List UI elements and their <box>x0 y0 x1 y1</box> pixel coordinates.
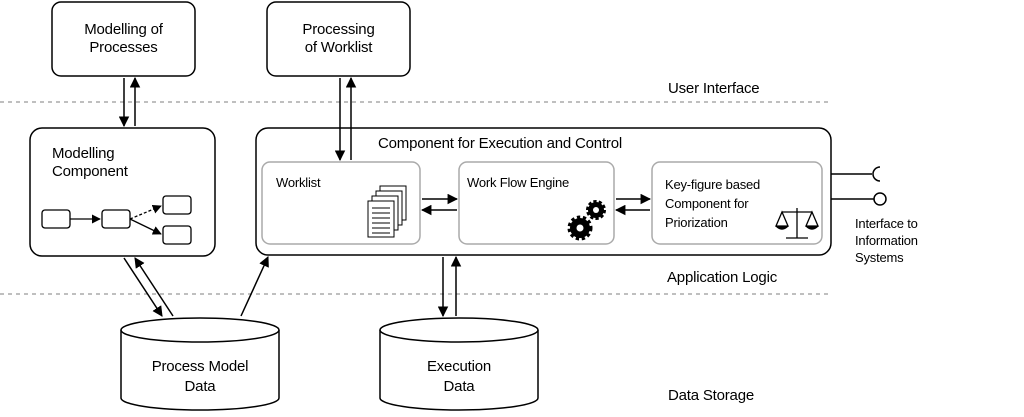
user-interface-layer-label: User Interface <box>668 80 760 97</box>
execution-data-cylinder <box>379 317 539 411</box>
process-model-data-cylinder <box>120 317 280 411</box>
interface-label: Interface to Information Systems <box>855 216 918 265</box>
modelling-component-box <box>29 127 216 257</box>
process-flow-icon <box>41 195 192 245</box>
gears-icon <box>567 200 606 241</box>
modelling-of-processes-box <box>51 1 196 77</box>
arrow-modelling-to-pmd <box>123 257 163 317</box>
keyfigure-component-label: Key-figure based Component for Priorizat… <box>665 177 761 230</box>
scales-icon <box>775 208 819 239</box>
interface-socket-icon <box>831 166 887 206</box>
processing-of-worklist-box <box>266 1 411 77</box>
workflow-engine-label: Work Flow Engine <box>467 175 570 190</box>
modelling-component-label: Modelling Component <box>52 145 128 180</box>
arrow-pmd-to-modelling <box>134 257 174 317</box>
process-model-data-label: Process Model Data <box>151 358 249 395</box>
data-storage-layer-label: Data Storage <box>668 387 754 404</box>
worklist-label: Worklist <box>276 175 321 190</box>
document-stack-icon <box>367 185 407 238</box>
arrow-pmd-to-execution <box>240 256 269 317</box>
execution-data-label: Execution Data <box>426 358 492 395</box>
modelling-of-processes-label: Modelling of Processes <box>84 21 163 56</box>
processing-of-worklist-label: Processing of Worklist <box>302 21 375 56</box>
execution-control-label: Component for Execution and Control <box>378 135 622 152</box>
application-logic-layer-label: Application Logic <box>667 269 778 286</box>
